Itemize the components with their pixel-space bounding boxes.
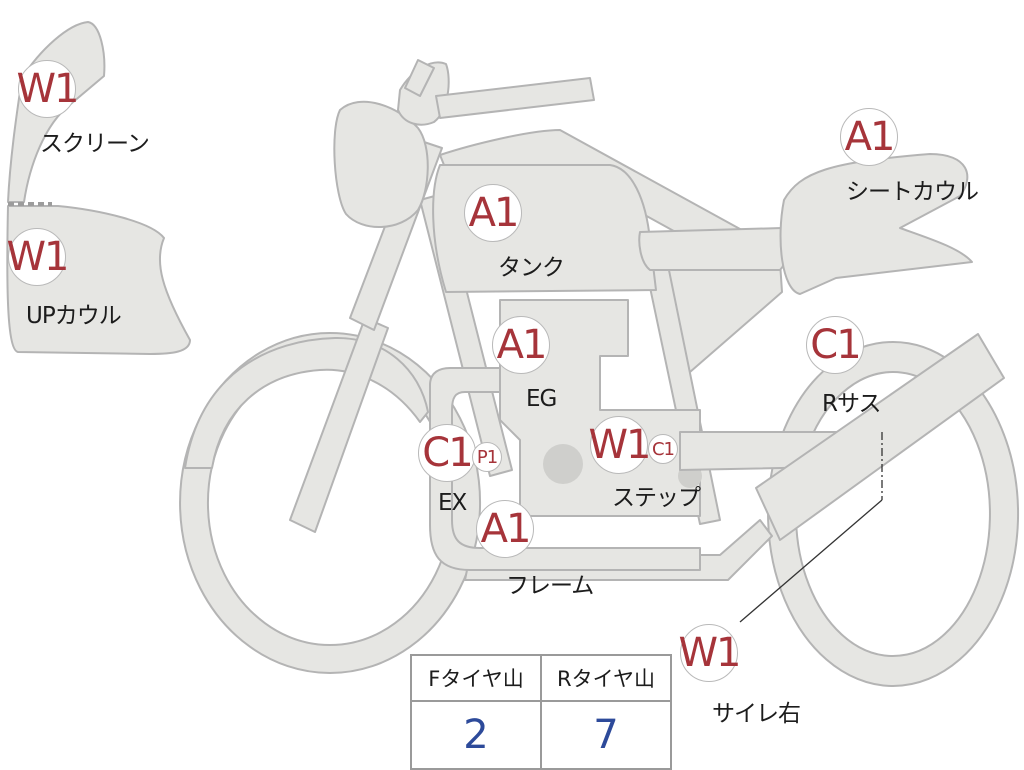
seat-cowl-grade-badge: A1	[840, 108, 898, 166]
tank-grade-badge: A1	[464, 184, 522, 242]
rear-tread-header: Rタイヤ山	[540, 654, 672, 702]
rear-sus-label: Rサス	[822, 391, 882, 417]
front-fork	[289, 317, 389, 533]
up-cowl-label: UPカウル	[26, 303, 122, 329]
tread-header-row: Fタイヤ山 Rタイヤ山	[410, 654, 672, 702]
engine-grade-badge: A1	[492, 316, 550, 374]
rear-tire	[767, 341, 1020, 687]
step-label: ステップ	[612, 485, 701, 511]
engine-label: EG	[526, 386, 557, 412]
tire-tread-table: Fタイヤ山 Rタイヤ山 2 7	[410, 654, 672, 770]
exhaust-grade-badge: C1	[418, 424, 476, 482]
rear-sus-grade-badge: C1	[806, 316, 864, 374]
handlebar	[404, 59, 435, 97]
exhaust-secondary-grade-badge: P1	[472, 442, 502, 472]
seat-cowl-label: シートカウル	[846, 179, 979, 205]
front-fender	[184, 336, 429, 469]
screen-label: スクリーン	[40, 131, 150, 157]
exhaust-label: EX	[438, 490, 467, 516]
seat-cowl	[779, 153, 973, 295]
tread-value-row: 2 7	[410, 700, 672, 770]
handlebar-clamp	[435, 77, 595, 119]
rear-tread-value: 7	[540, 700, 672, 770]
front-tread-value: 2	[410, 700, 542, 770]
step-secondary-grade-badge: C1	[648, 434, 678, 464]
muffler	[755, 333, 1005, 541]
step-grade-badge: W1	[589, 416, 652, 474]
frame-grade-badge: A1	[476, 500, 534, 558]
tank-label: タンク	[498, 255, 565, 281]
exhaust-pipe	[429, 367, 701, 571]
headlight	[333, 100, 429, 228]
seat	[638, 227, 788, 271]
frame-label: フレーム	[506, 573, 594, 599]
front-tread-header: Fタイヤ山	[410, 654, 542, 702]
screen-grade-badge: W1	[17, 60, 80, 118]
silencer-grade-badge: W1	[679, 624, 742, 682]
up-cowl-grade-badge: W1	[7, 228, 70, 286]
silencer-label: サイレ右	[712, 701, 801, 727]
